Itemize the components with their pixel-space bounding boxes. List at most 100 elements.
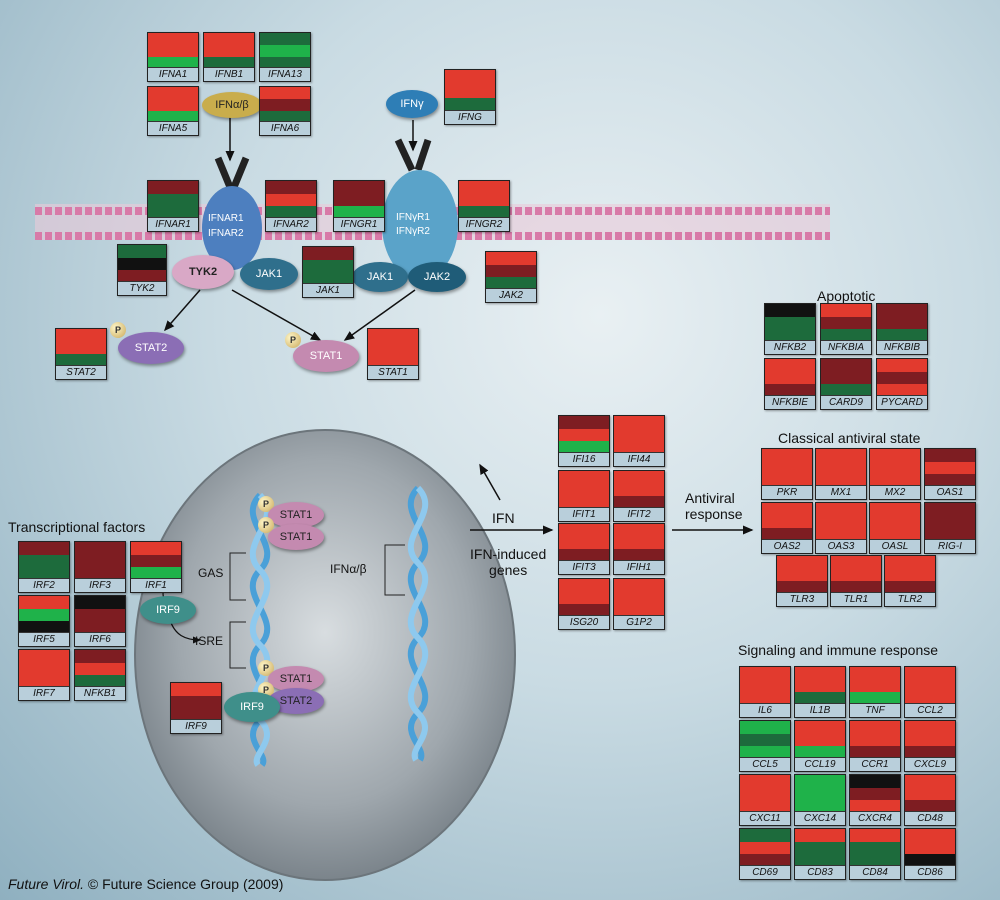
expression-band xyxy=(850,721,900,734)
expression-band xyxy=(765,316,815,330)
ifnab-gene-bracket xyxy=(384,544,405,596)
expression-band xyxy=(795,787,845,801)
expression-band xyxy=(75,596,125,609)
heatmap-il6: IL6 xyxy=(739,666,791,718)
arrow-tyk2-stat2 xyxy=(164,289,201,332)
expression-band xyxy=(740,692,790,705)
expression-band xyxy=(559,416,609,429)
heatmap-cxc11: CXC11 xyxy=(739,774,791,826)
expression-band xyxy=(885,568,935,582)
expression-band xyxy=(148,33,198,45)
expression-band xyxy=(19,621,69,634)
expression-band xyxy=(204,57,254,69)
expression-band xyxy=(368,341,418,355)
heatmap-cd48: CD48 xyxy=(904,774,956,826)
gene-label: TLR2 xyxy=(885,592,935,606)
heatmap-cd84: CD84 xyxy=(849,828,901,880)
ifng-ligand: IFNγ xyxy=(386,90,438,118)
expression-band xyxy=(75,542,125,555)
expression-band xyxy=(816,528,866,541)
expression-band xyxy=(816,449,866,462)
stat2-protein: STAT2 xyxy=(118,332,184,364)
expression-band xyxy=(131,554,181,568)
heatmap-isg20: ISG20 xyxy=(558,578,610,630)
heatmap-card9: CARD9 xyxy=(820,358,872,410)
phospho-stat1: P xyxy=(285,332,301,348)
transcriptional-factors-title: Transcriptional factors xyxy=(8,519,146,535)
heatmap-nfkbib: NFKBIB xyxy=(876,303,928,355)
heatmap-stat1: STAT1 xyxy=(367,328,419,380)
heatmap-irf1: IRF1 xyxy=(130,541,182,593)
irf9-protein-a: IRF9 xyxy=(140,596,196,624)
expression-band xyxy=(740,854,790,867)
expression-band xyxy=(19,542,69,555)
expression-band xyxy=(334,181,384,194)
heatmap-cd83: CD83 xyxy=(794,828,846,880)
gene-label: MX1 xyxy=(816,485,866,499)
expression-band xyxy=(118,270,166,283)
expression-band xyxy=(171,695,221,709)
expression-band xyxy=(260,87,310,99)
heatmap-ccr1: CCR1 xyxy=(849,720,901,772)
expression-band xyxy=(614,428,664,442)
heatmap-tyk2: TYK2 xyxy=(117,244,167,296)
heatmap-nfkbie: NFKBIE xyxy=(764,358,816,410)
heatmap-pkr: PKR xyxy=(761,448,813,500)
expression-band xyxy=(816,503,866,516)
expression-band xyxy=(762,503,812,516)
gene-label: IFI16 xyxy=(559,452,609,466)
expression-band xyxy=(821,304,871,317)
expression-band xyxy=(795,733,845,747)
irf9-protein-b: IRF9 xyxy=(224,692,280,722)
expression-band xyxy=(75,608,125,622)
heatmap-ifnar1: IFNAR1 xyxy=(147,180,199,232)
gene-label: CXC14 xyxy=(795,811,845,825)
expression-band xyxy=(877,316,927,330)
expression-band xyxy=(614,416,664,429)
expression-band xyxy=(614,536,664,550)
heatmap-ifna6: IFNA6 xyxy=(259,86,311,136)
expression-band xyxy=(740,841,790,855)
heatmap-ifngr2: IFNGR2 xyxy=(458,180,510,232)
nucleus xyxy=(134,429,516,881)
gene-label: OAS2 xyxy=(762,539,812,553)
heatmap-oas1: OAS1 xyxy=(924,448,976,500)
gene-label: IRF5 xyxy=(19,632,69,646)
expression-band xyxy=(148,45,198,57)
expression-band xyxy=(795,800,845,813)
expression-band xyxy=(821,316,871,330)
expression-band xyxy=(795,829,845,842)
expression-band xyxy=(75,675,125,688)
expression-band xyxy=(260,99,310,111)
heatmap-jak1: JAK1 xyxy=(302,246,354,298)
expression-band xyxy=(75,650,125,663)
expression-band xyxy=(831,568,881,582)
expression-band xyxy=(765,371,815,385)
expression-band xyxy=(148,87,198,99)
gene-label: CD48 xyxy=(905,811,955,825)
gene-label: TYK2 xyxy=(118,281,166,295)
expression-band xyxy=(303,259,353,273)
expression-band xyxy=(614,579,664,592)
heatmap-cxc14: CXC14 xyxy=(794,774,846,826)
gene-label: IFNAR1 xyxy=(148,217,198,231)
jak1-protein-left: JAK1 xyxy=(240,258,298,290)
expression-band xyxy=(795,692,845,705)
ifnab-ligand: IFNα/β xyxy=(202,92,262,118)
expression-band xyxy=(559,536,609,550)
expression-band xyxy=(559,524,609,537)
nuclear-stat1-c: STAT1 xyxy=(268,666,324,692)
expression-band xyxy=(850,800,900,813)
expression-band xyxy=(148,206,198,219)
expression-band xyxy=(795,667,845,680)
expression-band xyxy=(334,206,384,219)
expression-band xyxy=(75,567,125,580)
expression-band xyxy=(75,621,125,634)
gene-label: IFNAR2 xyxy=(266,217,316,231)
apoptotic-title: Apoptotic xyxy=(817,288,876,304)
gene-label: CARD9 xyxy=(821,395,871,409)
expression-band xyxy=(19,567,69,580)
arrow-jak2-stat1 xyxy=(343,289,416,341)
expression-band xyxy=(19,662,69,676)
expression-band xyxy=(925,515,975,529)
